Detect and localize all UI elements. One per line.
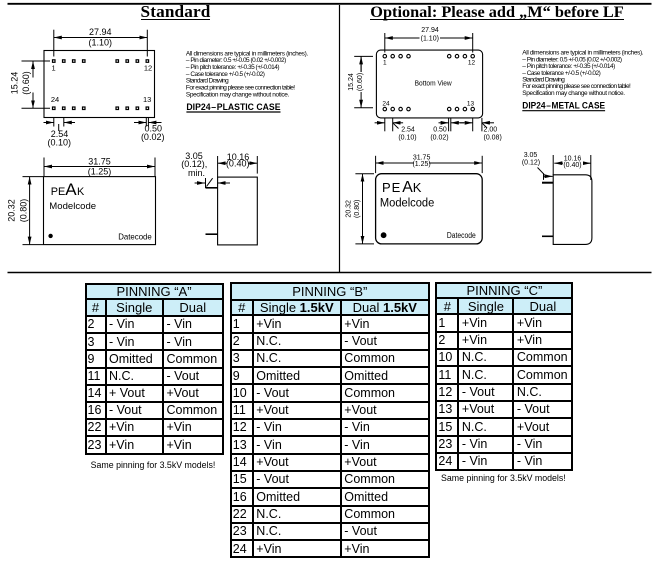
svg-text:20.32: 20.32 <box>7 199 17 222</box>
svg-text:(0.02): (0.02) <box>141 132 165 142</box>
svg-text:1: 1 <box>383 60 387 67</box>
svg-text:K: K <box>413 180 422 195</box>
svg-text:(0.80): (0.80) <box>354 200 361 218</box>
svg-text:Standard Drawing: Standard Drawing <box>186 78 229 85</box>
svg-text:– Pin diameter: 0.5 +/-0.05 (0: – Pin diameter: 0.5 +/-0.05 (0.02 +/-0.0… <box>522 56 622 63</box>
svg-text:3.05: 3.05 <box>185 151 203 161</box>
svg-text:PE: PE <box>382 180 401 195</box>
svg-text:– Pin diameter: 0.5 +/-0.05 (0: – Pin diameter: 0.5 +/-0.05 (0.02 +/-0.0… <box>186 57 286 64</box>
svg-text:– Case tolerance +/-0.5 (+/-0.: – Case tolerance +/-0.5 (+/-0.02) <box>522 70 601 77</box>
svg-text:24: 24 <box>51 95 59 104</box>
svg-text:2.54: 2.54 <box>51 129 69 139</box>
svg-text:Datecode: Datecode <box>118 231 152 241</box>
svg-text:1: 1 <box>52 63 56 72</box>
svg-text:20.32: 20.32 <box>346 200 353 218</box>
svg-text:(0.60): (0.60) <box>357 73 364 91</box>
svg-text:(1.10): (1.10) <box>89 37 113 47</box>
svg-text:(1.25): (1.25) <box>88 166 112 176</box>
svg-text:(0.60): (0.60) <box>21 71 31 95</box>
svg-text:13: 13 <box>143 95 151 104</box>
svg-text:2.00: 2.00 <box>484 127 498 134</box>
svg-text:(0.08): (0.08) <box>484 135 502 142</box>
svg-text:31.75: 31.75 <box>88 156 111 166</box>
svg-text:– Case tolerance +/-0.5 (+/-0.: – Case tolerance +/-0.5 (+/-0.02) <box>186 71 265 78</box>
svg-text:– Pin pitch tolerance: +/-0.35: – Pin pitch tolerance: +/-0.35 (+/-0.014… <box>186 64 280 71</box>
svg-text:Datecode: Datecode <box>447 231 476 240</box>
svg-text:(0.12),: (0.12), <box>181 159 207 169</box>
svg-text:27.94: 27.94 <box>421 27 439 34</box>
svg-text:0.50: 0.50 <box>145 123 163 133</box>
svg-text:Modelcode: Modelcode <box>380 195 435 209</box>
svg-text:Bottom View: Bottom View <box>415 78 453 87</box>
svg-text:(0.40): (0.40) <box>226 159 250 169</box>
svg-text:15.24: 15.24 <box>10 72 20 95</box>
svg-text:27.94: 27.94 <box>89 27 112 37</box>
svg-text:(1.25): (1.25) <box>412 161 430 168</box>
svg-text:2.54: 2.54 <box>401 127 415 134</box>
svg-text:For exact pinning please see c: For exact pinning please see connection … <box>186 85 295 92</box>
svg-text:(0.02): (0.02) <box>430 135 448 142</box>
svg-text:A: A <box>65 180 77 199</box>
svg-text:DIP24 – METAL CASE: DIP24 – METAL CASE <box>522 101 605 111</box>
svg-text:13: 13 <box>467 101 475 108</box>
svg-text:Standard Drawing: Standard Drawing <box>522 77 565 84</box>
svg-text:(0.80): (0.80) <box>19 199 29 223</box>
svg-text:min.: min. <box>188 168 205 178</box>
svg-text:31.75: 31.75 <box>413 154 431 161</box>
svg-text:12: 12 <box>468 60 476 67</box>
svg-text:0.50: 0.50 <box>433 127 447 134</box>
svg-text:All dimensions are typical in: All dimensions are typical in millimeter… <box>186 50 308 57</box>
svg-text:15.24: 15.24 <box>348 73 355 91</box>
svg-text:K: K <box>77 186 85 198</box>
svg-text:Specification may change witho: Specification may change without notice. <box>186 91 290 98</box>
svg-text:10.16: 10.16 <box>227 152 250 162</box>
svg-text:10.16: 10.16 <box>564 155 582 162</box>
svg-text:3.05: 3.05 <box>524 152 538 159</box>
svg-text:(0.10): (0.10) <box>398 135 416 142</box>
svg-text:12: 12 <box>144 63 152 72</box>
svg-text:(0.40): (0.40) <box>563 162 581 169</box>
svg-text:(0.12): (0.12) <box>522 160 540 167</box>
svg-text:Modelcode: Modelcode <box>49 201 96 212</box>
svg-text:24: 24 <box>382 101 390 108</box>
svg-text:(0.10): (0.10) <box>48 138 72 148</box>
svg-text:Specification may change witho: Specification may change without notice. <box>522 90 625 97</box>
svg-text:(1.10): (1.10) <box>421 35 439 42</box>
svg-text:For exact pinning please see c: For exact pinning please see connection … <box>522 83 631 90</box>
svg-text:PE: PE <box>51 186 66 198</box>
svg-text:A: A <box>402 179 413 196</box>
svg-text:DIP24 – PLASTIC CASE: DIP24 – PLASTIC CASE <box>186 102 280 112</box>
svg-text:– Pin pitch tolerance: +/-0.35: – Pin pitch tolerance: +/-0.35 (+/-0.014… <box>522 63 615 70</box>
svg-text:All dimensions are typical in: All dimensions are typical in millimeter… <box>522 50 643 57</box>
